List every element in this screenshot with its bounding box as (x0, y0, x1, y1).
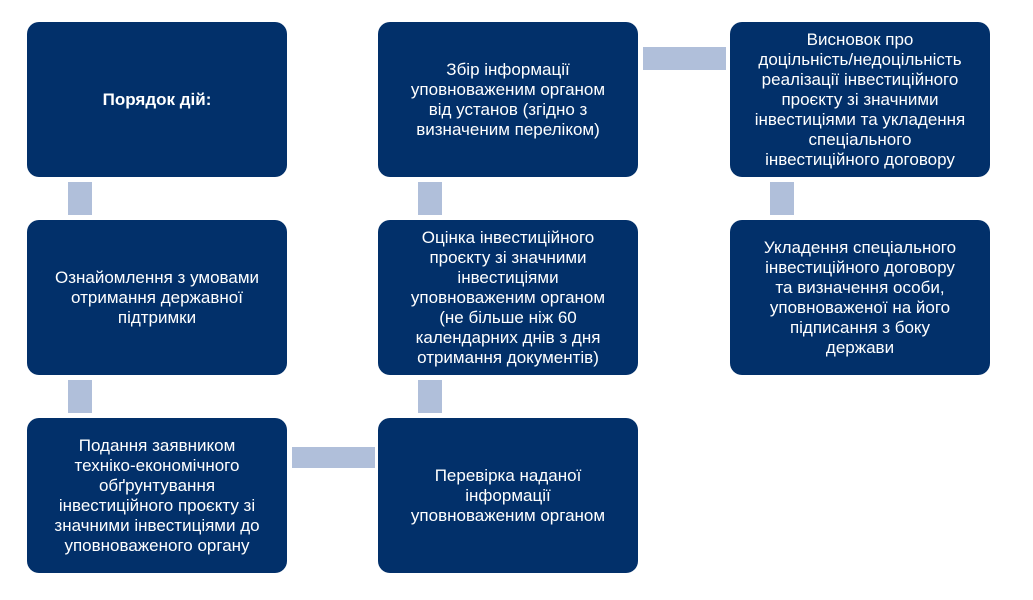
step-text-line: проєкту зі значними (429, 247, 587, 267)
step-text-line: підписання з боку (789, 317, 931, 337)
step-text-line: інвестиційного договору (765, 149, 955, 169)
step-text-line: інвестиціями (457, 267, 559, 287)
step-text-line: уповноваженої на його (769, 297, 951, 317)
step-text-line: доцільність/недоцільність (758, 49, 962, 69)
step-text-line: та визначення особи, (775, 277, 945, 297)
step-text-line: проєкту зі значними (781, 89, 939, 109)
step-text-line: Ознайомлення з умовами (54, 267, 260, 287)
connector-5-4 (418, 182, 442, 215)
step-text-line: календарних днів з дня (415, 327, 601, 347)
connector-7-8 (770, 182, 794, 215)
step-text-line: інвестиціями та укладення (754, 109, 966, 129)
connector-2-3 (68, 380, 92, 413)
step-text-line: Висновок про (806, 29, 914, 49)
step-text-line: обґрунтування (98, 475, 216, 495)
step-text-line: визначеним переліком) (416, 119, 600, 139)
step-box-title: Порядок дій: (27, 22, 287, 177)
step-text-line: уповноваженого органу (64, 535, 250, 555)
step-text-line: отримання документів) (417, 347, 599, 367)
step-text-line: уповноваженим органом (410, 287, 606, 307)
connector-3-6 (292, 447, 375, 468)
step-text-line: значними інвестиціями до (54, 515, 260, 535)
step-text-line: інформації (465, 485, 551, 505)
connector-4-7 (643, 47, 726, 70)
step-text-line: інвестиційного проєкту зі (58, 495, 256, 515)
step-text-line: техніко-економічного (74, 455, 240, 475)
step-text-line: уповноваженим органом (410, 505, 606, 525)
step-text-line: підтримки (117, 307, 197, 327)
step-text-line: (не більше ніж 60 (439, 307, 577, 327)
step-text-line: отримання державної (71, 287, 243, 307)
step-text-line: Укладення спеціального (763, 237, 957, 257)
step-text-line: інвестиційного договору (765, 257, 955, 277)
step-text-line: уповноваженим органом (410, 79, 606, 99)
step-text-line: від установ (згідно з (428, 99, 588, 119)
step-text-line: реалізації інвестиційного (761, 69, 959, 89)
step-text-line: Збір інформації (446, 59, 570, 79)
connector-1-2 (68, 182, 92, 215)
step-text-line: держави (825, 337, 895, 357)
connector-6-5 (418, 380, 442, 413)
step-text-line: Перевірка наданої (434, 465, 582, 485)
step-text-line: Подання заявником (78, 435, 236, 455)
step-text-line: спеціального (808, 129, 912, 149)
step-text-line: Оцінка інвестиційного (421, 227, 595, 247)
step-text-line: Порядок дій: (102, 89, 212, 109)
